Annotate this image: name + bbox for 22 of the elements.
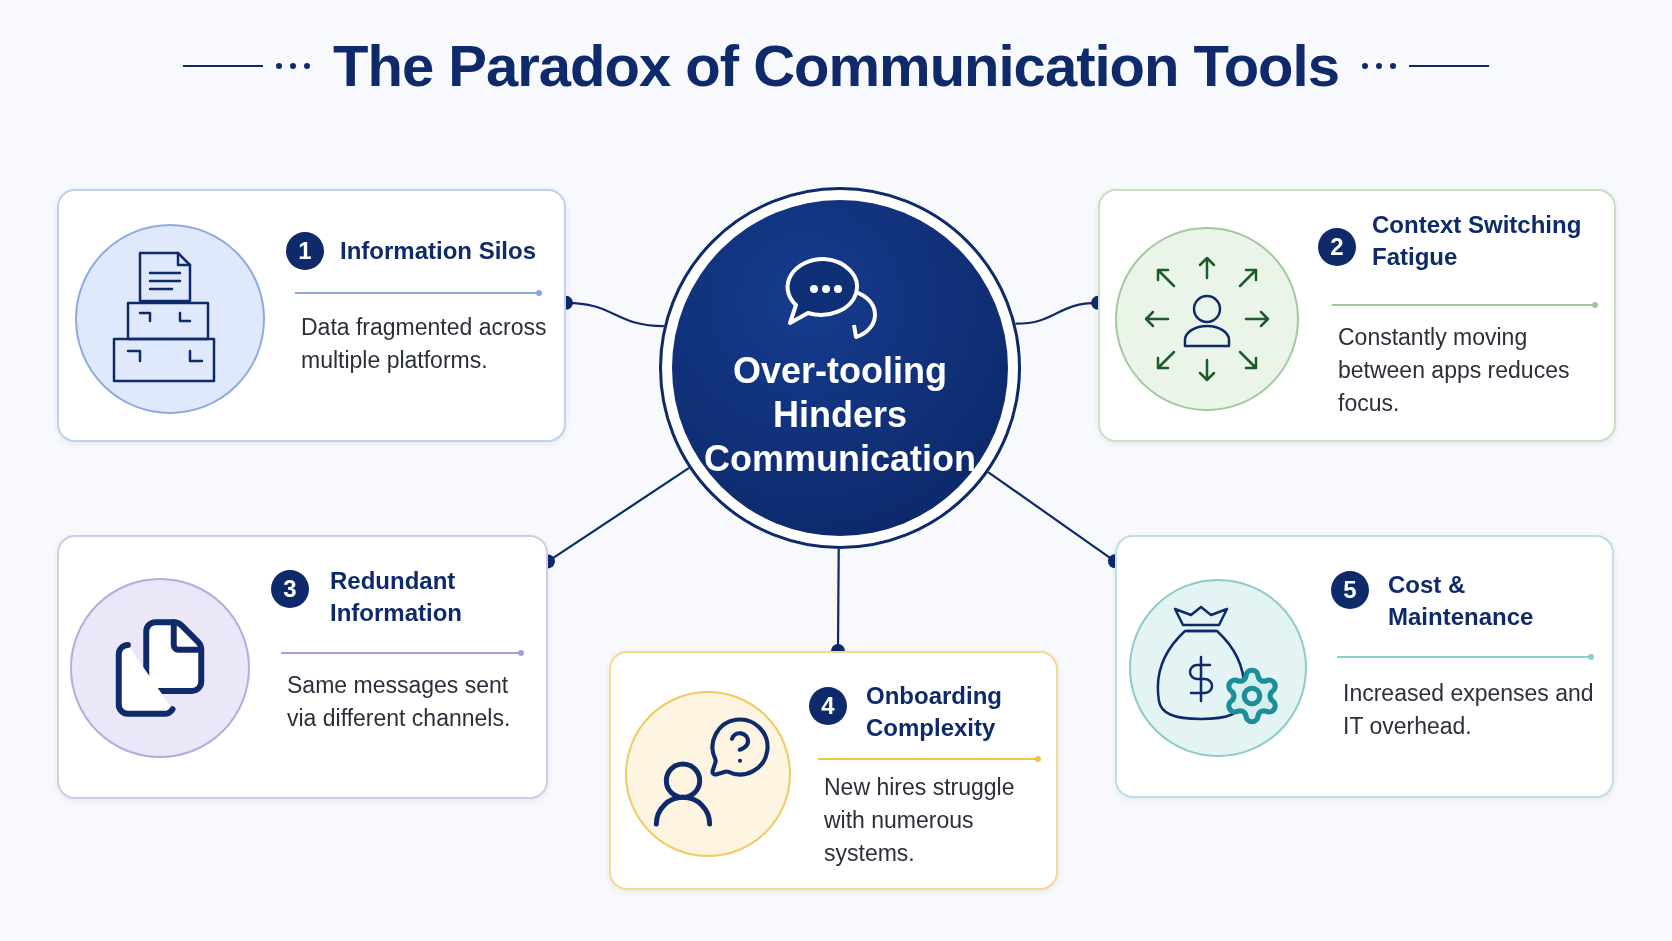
card-description: Increased expenses and IT overhead. bbox=[1343, 679, 1595, 741]
central-heading: Over-tooling Hinders Communication bbox=[703, 349, 977, 481]
diagram-title: The Paradox of Communication Tools bbox=[333, 32, 1339, 100]
number-badge: 1 bbox=[286, 232, 324, 270]
info-card bbox=[1098, 189, 1616, 442]
card-heading: Context Switching Fatigue bbox=[1372, 210, 1583, 272]
card-heading: Redundant Information bbox=[330, 566, 463, 628]
card-heading: Cost & Maintenance bbox=[1388, 570, 1535, 632]
card-description: New hires struggle with numerous systems. bbox=[824, 773, 1016, 868]
card-description: Constantly moving between apps reduces focus. bbox=[1338, 323, 1571, 418]
number-badge: 4 bbox=[809, 687, 847, 725]
card-description: Data fragmented across multiple platforms. bbox=[301, 313, 548, 375]
number-badge: 3 bbox=[271, 570, 309, 608]
number-badge: 5 bbox=[1331, 571, 1369, 609]
card-heading: Information Silos bbox=[340, 236, 537, 266]
card-description: Same messages sent via different channels. bbox=[287, 671, 512, 733]
info-card bbox=[57, 535, 548, 799]
info-card bbox=[57, 189, 566, 442]
info-card bbox=[609, 651, 1058, 890]
number-badge: 2 bbox=[1318, 228, 1356, 266]
card-heading: Onboarding Complexity bbox=[866, 681, 1003, 743]
info-card bbox=[1115, 535, 1614, 798]
